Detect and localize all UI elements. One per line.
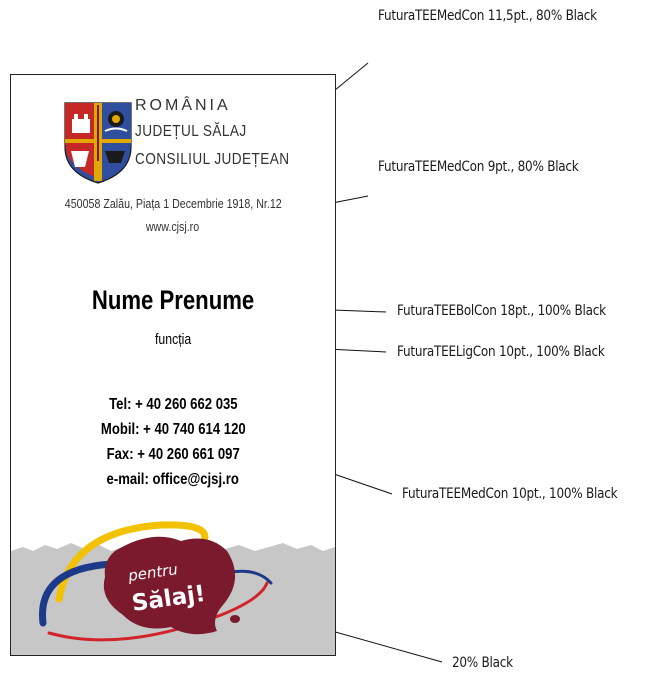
annotation-address-font: FuturaTEEMedCon 9pt., 80% Black bbox=[378, 159, 579, 175]
annotation-name-font: FuturaTEEBolCon 18pt., 100% Black bbox=[397, 303, 606, 319]
card-country: ROMÂNIA bbox=[135, 97, 231, 114]
contact-mobil: Mobil: + 40 740 614 120 bbox=[100, 421, 246, 438]
annotation-contact-font: FuturaTEEMedCon 10pt., 100% Black bbox=[402, 486, 618, 502]
pentru-salaj-logo: pentru Sălaj! bbox=[38, 521, 273, 642]
annotation-background-fill: 20% Black bbox=[452, 655, 513, 671]
card-council: CONSILIUL JUDEȚEAN bbox=[135, 151, 290, 168]
business-card: ROMÂNIA JUDEȚUL SĂLAJ CONSILIUL JUDEȚEAN… bbox=[10, 74, 336, 656]
coat-of-arms-icon bbox=[64, 102, 132, 184]
contact-tel: Tel: + 40 260 662 035 bbox=[108, 396, 238, 413]
annotation-header-font: FuturaTEEMedCon 11,5pt., 80% Black bbox=[378, 8, 597, 24]
contact-email: e-mail: office@cjsj.ro bbox=[106, 471, 240, 488]
annotation-function-font: FuturaTEELigCon 10pt., 100% Black bbox=[397, 344, 605, 360]
card-county: JUDEȚUL SĂLAJ bbox=[135, 123, 247, 140]
card-function: funcția bbox=[154, 331, 192, 348]
card-name: Nume Prenume bbox=[91, 285, 255, 315]
card-address: 450058 Zalău, Piața 1 Decembrie 1918, Nr… bbox=[64, 196, 282, 211]
card-website: www.cjsj.ro bbox=[146, 219, 200, 234]
contact-fax: Fax: + 40 260 661 097 bbox=[106, 446, 240, 463]
